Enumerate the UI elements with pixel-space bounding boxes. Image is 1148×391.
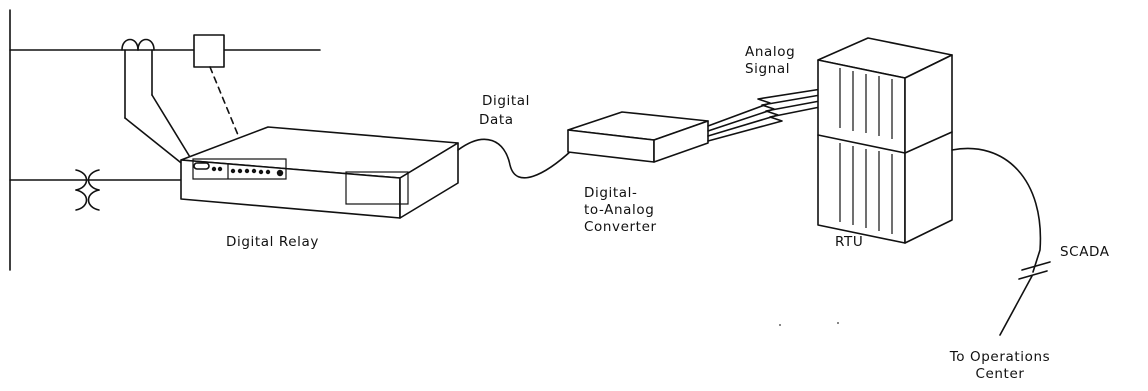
scada-break-symbol: [1018, 261, 1051, 280]
digital-data-label-line2: Data: [479, 112, 514, 128]
analog-signal-label-line2: Signal: [745, 61, 791, 77]
converter-label-line1: Digital-: [584, 185, 638, 201]
voltage-transformer-symbol: [75, 169, 100, 211]
converter-label-line3: Converter: [584, 219, 657, 235]
digital-data-cable: [457, 138, 573, 179]
rtu-cabinet: [817, 37, 953, 244]
scada-lower-line: [999, 275, 1033, 336]
analog-signal-label-line1: Analog: [745, 44, 796, 60]
digital-relay-label: Digital Relay: [226, 234, 319, 250]
operations-center-label-line1: To Operations: [949, 349, 1051, 365]
analog-signal-lines: [707, 87, 841, 142]
digital-relay-device: [180, 126, 459, 219]
scada-comm-line: [951, 147, 1042, 273]
dac-converter-device: [567, 111, 709, 163]
scada-label: SCADA: [1060, 244, 1110, 260]
trip-signal-dashed-line: [209, 66, 239, 136]
converter-label-line2: to-Analog: [584, 202, 655, 218]
current-transformer-symbol: [121, 38, 194, 171]
rtu-label: RTU: [835, 234, 864, 250]
digital-data-label-line1: Digital: [482, 93, 530, 109]
circuit-breaker-box: [193, 34, 225, 68]
operations-center-label-line2: Center: [975, 366, 1025, 382]
